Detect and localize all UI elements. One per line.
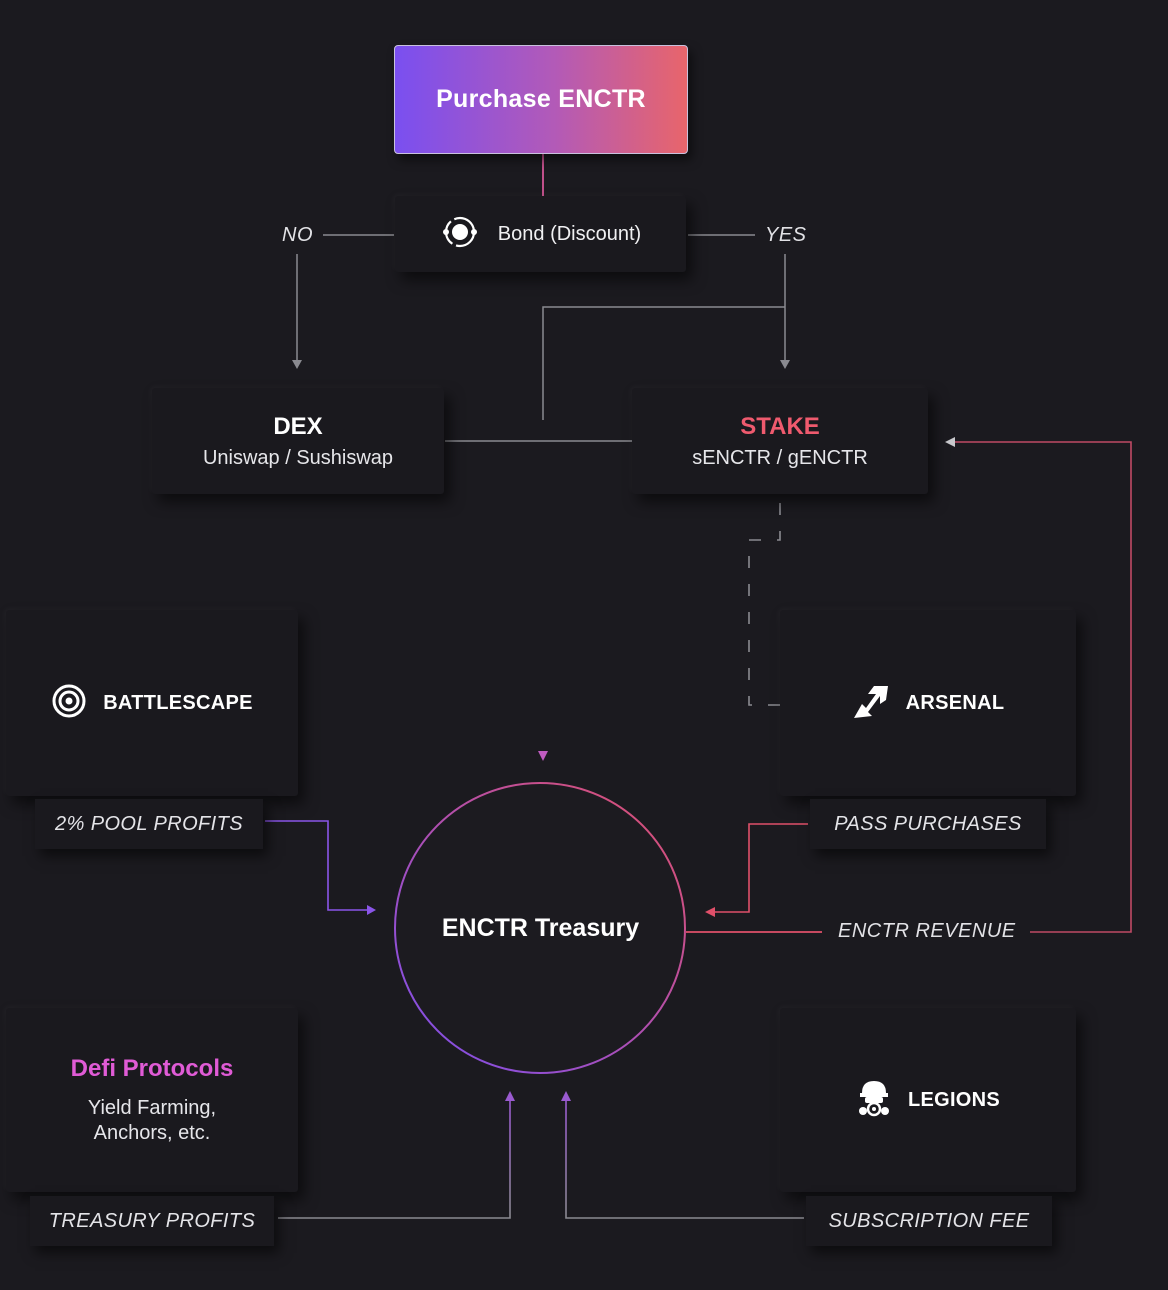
target-icon <box>51 683 87 724</box>
stake-box: STAKE sENCTR / gENCTR <box>632 388 928 494</box>
stake-subtitle: sENCTR / gENCTR <box>692 446 868 469</box>
treasury-profits-arrowhead <box>505 1091 515 1101</box>
yes-to-treasury-line <box>542 306 785 420</box>
defi-box: Defi Protocols Yield Farming, Anchors, e… <box>6 1008 298 1192</box>
bond-label: Bond (Discount) <box>497 222 642 245</box>
treasury-down-arrowhead <box>538 751 548 761</box>
orbit-icon <box>440 212 480 257</box>
legions-box: LEGIONS <box>780 1008 1076 1192</box>
subscription-fee-label: SUBSCRIPTION FEE <box>828 1209 1030 1232</box>
purchase-label: Purchase ENCTR <box>436 85 646 113</box>
defi-subtitle-line1: Yield Farming, <box>87 1097 217 1119</box>
revenue-loop-line <box>955 441 1132 933</box>
dex-subtitle: Uniswap / Sushiswap <box>202 446 394 469</box>
pass-purchases-label: PASS PURCHASES <box>834 812 1022 835</box>
treasury-profits-label: TREASURY PROFITS <box>48 1209 256 1232</box>
arrow-up-right-icon <box>852 682 890 725</box>
treasury-profits-tag: TREASURY PROFITS <box>30 1196 274 1246</box>
gas-mask-icon <box>856 1079 892 1122</box>
yes-branch-label: YES <box>765 224 807 246</box>
revenue-arrowhead <box>945 437 955 447</box>
yes-arrowhead <box>780 360 790 369</box>
purchase-enctr-button[interactable]: Purchase ENCTR <box>394 45 688 154</box>
no-branch-label: NO <box>282 224 313 246</box>
pool-profits-label: 2% POOL PROFITS <box>55 812 243 835</box>
pass-purchases-line <box>715 823 808 913</box>
pool-profits-tag: 2% POOL PROFITS <box>35 799 263 849</box>
dex-title: DEX <box>273 412 323 440</box>
stake-title: STAKE <box>740 412 820 440</box>
revenue-label: ENCTR REVENUE <box>838 920 1016 942</box>
legions-label: LEGIONS <box>907 1088 1001 1111</box>
stake-arsenal-dashed <box>748 503 781 706</box>
battlescape-box: BATTLESCAPE <box>6 610 298 796</box>
subscription-fee-line <box>565 1100 804 1219</box>
subscription-fee-arrowhead <box>561 1091 571 1101</box>
arsenal-label: ARSENAL <box>905 691 1005 714</box>
treasury-ring <box>394 782 686 1074</box>
arsenal-box: ARSENAL <box>780 610 1076 796</box>
treasury-circle: ENCTR Treasury <box>395 783 686 1074</box>
pool-profits-line <box>265 820 368 911</box>
battlescape-label: BATTLESCAPE <box>103 691 253 714</box>
treasury-label: ENCTR Treasury <box>441 914 640 942</box>
bond-box: Bond (Discount) <box>395 196 686 272</box>
dex-box: DEX Uniswap / Sushiswap <box>152 388 444 494</box>
pass-purchases-arrowhead <box>705 907 715 917</box>
treasury-profits-line <box>278 1100 511 1219</box>
defi-title: Defi Protocols <box>70 1055 234 1082</box>
pass-purchases-tag: PASS PURCHASES <box>810 799 1046 849</box>
pool-profits-arrowhead <box>367 905 376 915</box>
subscription-fee-tag: SUBSCRIPTION FEE <box>806 1196 1052 1246</box>
defi-subtitle-line2: Anchors, etc. <box>93 1122 211 1144</box>
no-arrowhead <box>292 360 302 369</box>
